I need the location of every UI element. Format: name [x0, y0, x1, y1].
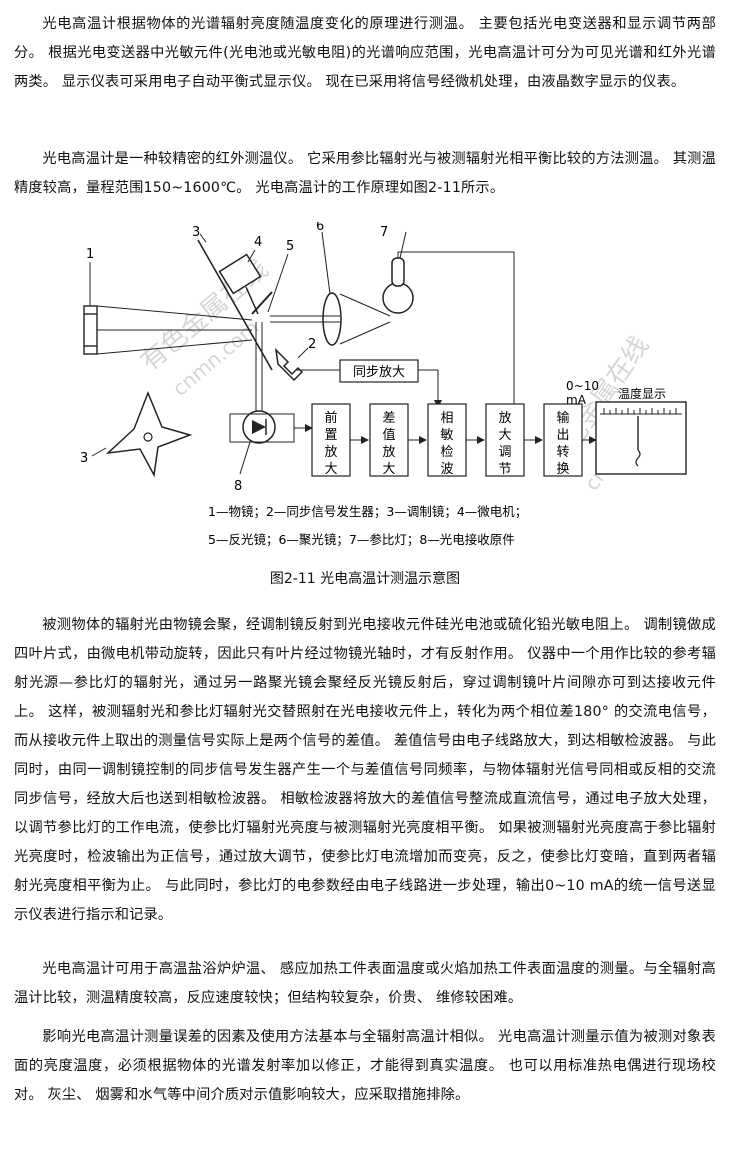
sync-amp-label: 同步放大 [353, 365, 405, 380]
figure-diagram: 有色金属在线 cnmn.com 有色金属在线 cnmn.com 1 3 4 5 … [40, 219, 690, 552]
modulation-mirror [197, 239, 273, 371]
paragraph-intro: 光电高温计根据物体的光谱辐射亮度随温度变化的原理进行测温。 主要包括光电变送器和… [14, 16, 716, 90]
output-convert-box [543, 403, 583, 477]
preamp-char: 置 [324, 428, 337, 443]
temperature-display [595, 401, 687, 475]
display-label: 温度显示 [618, 386, 666, 401]
amp-adj-char: 放 [498, 411, 511, 426]
diff-amp-char: 大 [382, 462, 395, 477]
paragraph-application: 光电高温计可用于高温盐浴炉炉温、 感应加热工件表面温度或火焰加热工件表面温度的测… [14, 961, 716, 1006]
output-unit-label: mA [566, 393, 587, 407]
preamp-box [311, 403, 351, 477]
label-3b: 3 [80, 451, 88, 466]
amp-adjust-box [485, 403, 525, 477]
diff-amp-char: 差 [382, 411, 395, 426]
diff-amp-char: 放 [382, 445, 395, 460]
paragraph-error: 影响光电高温计测量误差的因素及使用方法基本与全辐射高温计相似。 光电高温计测量示… [14, 1029, 716, 1103]
figure-caption: 图2-11 光电高温计测温示意图 [269, 571, 461, 587]
legend-line-2: 5—反光镜；6—聚光镜；7—参比灯；8—光电接收原件 [208, 532, 515, 547]
sync-generator [274, 347, 304, 382]
label-4: 4 [254, 235, 262, 250]
output-range-label: 0~10 [566, 379, 599, 393]
preamp-char: 放 [324, 445, 337, 460]
phase-det-char: 检 [440, 445, 453, 460]
sync-amp-box [339, 359, 419, 383]
amp-adj-char: 节 [498, 462, 511, 477]
legend-line-1: 1—物镜；2—同步信号发生器；3—调制镜；4—微电机； [208, 504, 527, 519]
phase-det-char: 相 [440, 411, 453, 426]
phase-det-char: 敏 [440, 428, 453, 443]
amp-adj-char: 大 [498, 428, 511, 443]
paragraph-overview: 光电高温计是一种较精密的红外测温仪。 它采用参比辐射光与被测辐射光相平衡比较的方… [14, 151, 716, 196]
out-conv-char: 转 [556, 445, 569, 460]
micro-motor [218, 253, 262, 295]
out-conv-char: 输 [556, 410, 569, 426]
label-5: 5 [286, 239, 294, 254]
label-2: 2 [308, 337, 316, 352]
condenser-lens [322, 292, 342, 346]
chopper-disc [105, 390, 193, 478]
diagram-svg: 有色金属在线 cnmn.com 有色金属在线 cnmn.com 1 3 4 5 … [80, 219, 687, 547]
out-conv-char: 出 [556, 428, 569, 443]
diff-amp-char: 值 [382, 427, 395, 443]
out-conv-char: 换 [556, 462, 569, 477]
label-8: 8 [234, 479, 242, 494]
phase-detector-box [427, 403, 467, 477]
phase-det-char: 波 [440, 462, 453, 477]
label-6: 6 [316, 222, 324, 234]
label-7: 7 [380, 225, 388, 240]
label-3: 3 [192, 225, 200, 240]
amp-adj-char: 调 [498, 445, 511, 460]
photo-receiver [242, 410, 276, 444]
paragraph-principle: 被测物体的辐射光由物镜会聚，经调制镜反射到光电接收元件硅光电池或硫化铅光敏电阻上… [14, 617, 716, 923]
label-1: 1 [86, 247, 94, 262]
reflector-mirror [251, 291, 273, 315]
light-cone [96, 305, 253, 355]
preamp-char: 前 [324, 410, 337, 426]
reference-lamp [382, 257, 414, 314]
objective-lens [83, 305, 98, 355]
preamp-char: 大 [324, 462, 337, 477]
